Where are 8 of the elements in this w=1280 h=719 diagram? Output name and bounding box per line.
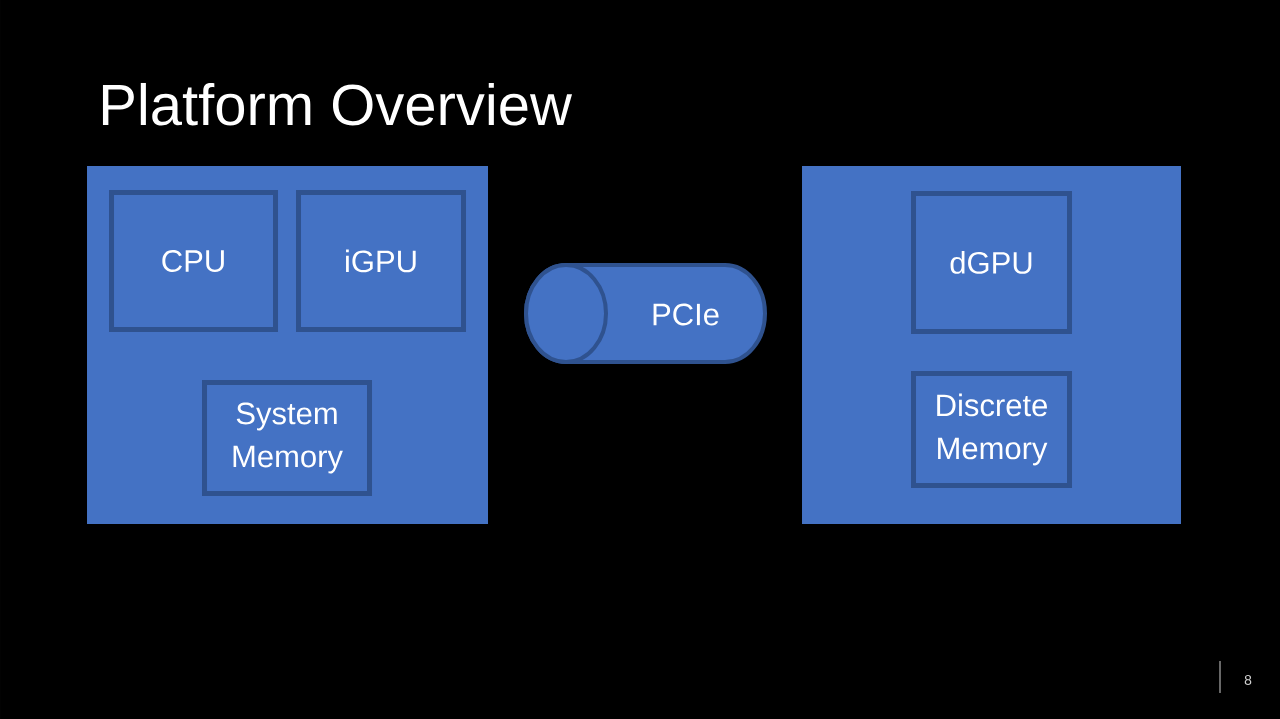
component-box: iGPU [296, 190, 466, 332]
component-box: CPU [109, 190, 278, 332]
bus-cylinder: PCIe [524, 263, 767, 364]
slide-title: Platform Overview [102, 82, 573, 126]
component-box: Discrete Memory [911, 371, 1072, 488]
component-box: System Memory [202, 380, 372, 496]
component-box: dGPU [911, 191, 1072, 334]
page-number: 8 [1244, 675, 1252, 685]
